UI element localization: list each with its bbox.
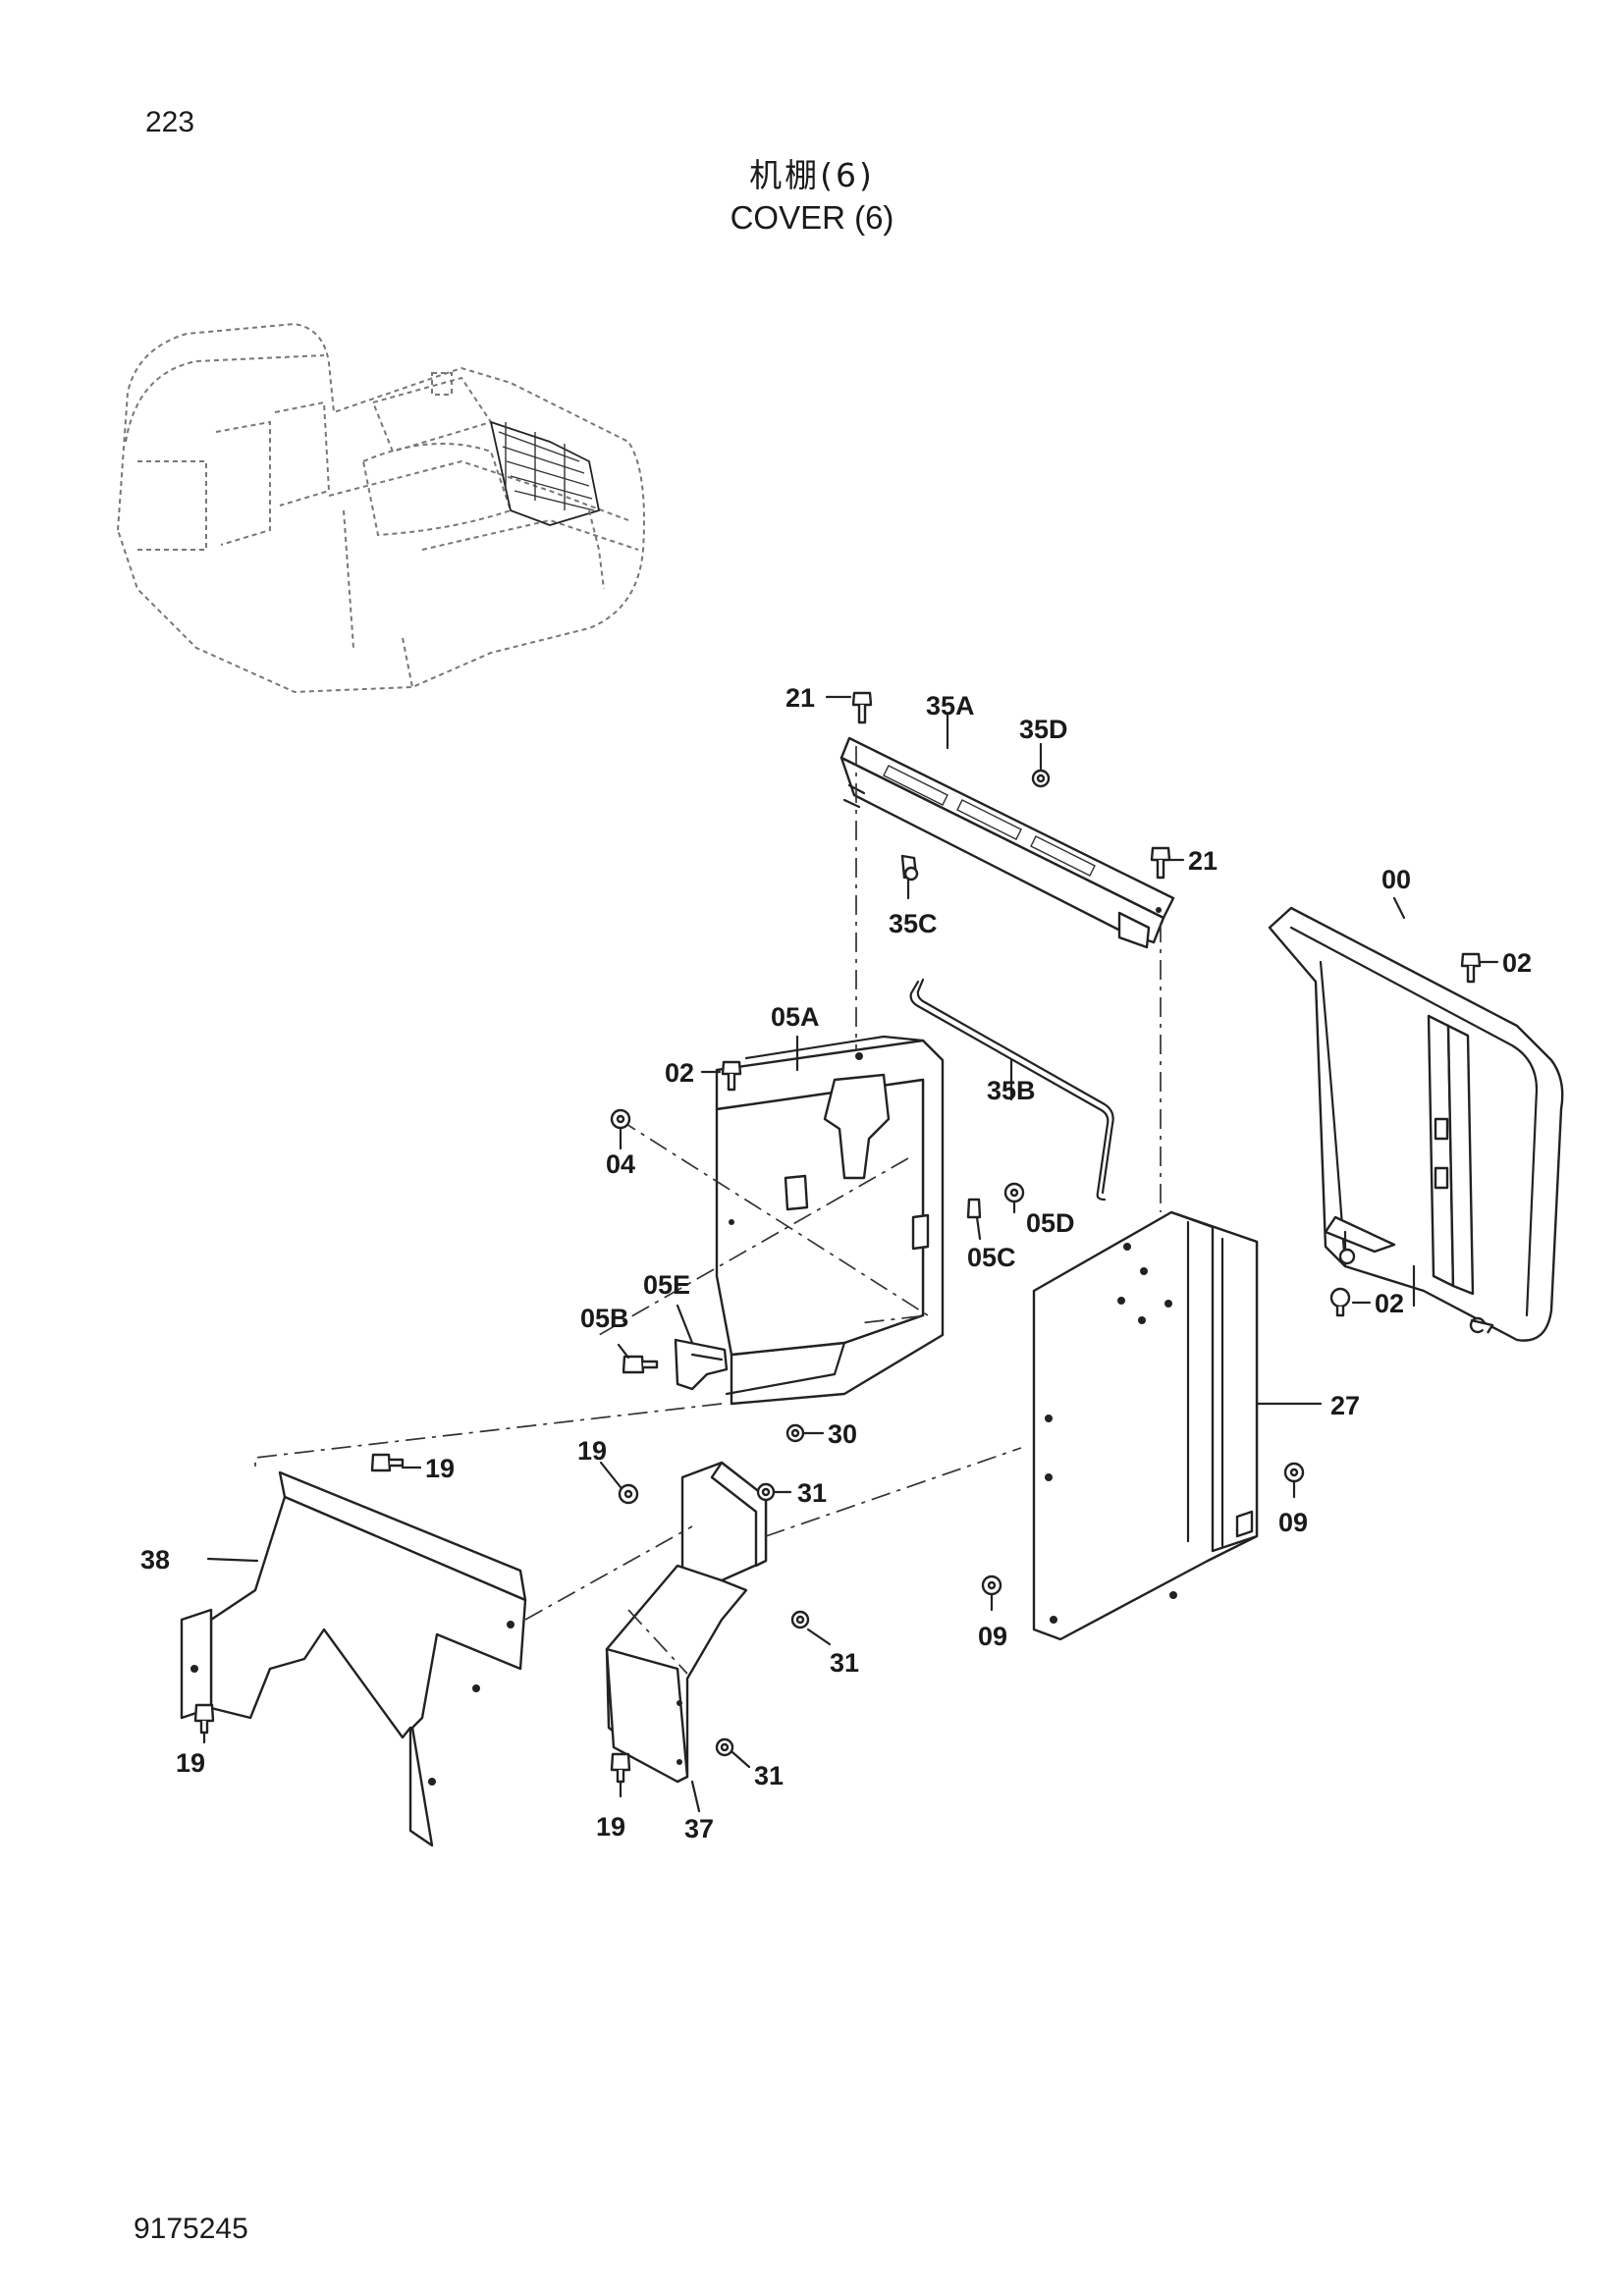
nut-09-left <box>981 1575 1002 1596</box>
callout-05C: 05C <box>967 1243 1016 1272</box>
callout-05E: 05E <box>643 1270 690 1300</box>
bolt-19-a <box>370 1453 405 1472</box>
bolt-02-bottom <box>1329 1287 1351 1317</box>
callout-37: 37 <box>684 1814 714 1843</box>
page-number: 223 <box>145 106 195 138</box>
callout-05B: 05B <box>580 1304 629 1333</box>
callout-38: 38 <box>140 1545 170 1575</box>
bolt-21-right <box>1150 846 1171 880</box>
fasteners <box>193 691 1482 1784</box>
leader-lines <box>202 695 1499 1813</box>
clip-35C <box>900 854 919 881</box>
part-27-side-panel <box>1032 1210 1259 1641</box>
bolt-19-d <box>610 1752 631 1784</box>
part-05E-clip <box>674 1338 729 1391</box>
nut-04 <box>610 1108 631 1130</box>
callout-04: 04 <box>606 1149 635 1179</box>
callout-21-top: 21 <box>785 683 815 713</box>
callout-19-b: 19 <box>577 1436 607 1466</box>
part-00-cover-door <box>1268 906 1564 1342</box>
nut-30 <box>785 1423 805 1443</box>
callout-21-right: 21 <box>1188 846 1218 876</box>
alignment-lines <box>254 746 1162 1621</box>
part-05A-panel-bracket <box>715 1035 945 1406</box>
nut-35D <box>1031 769 1051 788</box>
callout-02-bottom: 02 <box>1375 1289 1404 1318</box>
part-38-lower-bracket <box>180 1470 527 1847</box>
callout-31-c: 31 <box>754 1761 784 1790</box>
callout-09-right: 09 <box>1278 1508 1308 1537</box>
title-english: COVER (6) <box>730 199 894 236</box>
callout-05D: 05D <box>1026 1208 1075 1238</box>
callout-02-05A: 02 <box>665 1058 694 1088</box>
bolt-19-b <box>618 1483 639 1505</box>
document-number: 9175245 <box>134 2213 248 2245</box>
bolt-02-05A <box>721 1060 742 1092</box>
excavator-locator-sketch <box>116 322 645 694</box>
part-35B-rod <box>909 978 1114 1201</box>
callout-00: 00 <box>1381 865 1411 894</box>
callout-labels: 21 35A 35D 21 35C 00 02 05A 02 35B 04 05… <box>140 683 1532 1843</box>
nut-31-b <box>790 1610 810 1629</box>
callout-27: 27 <box>1330 1391 1360 1420</box>
callout-09-left: 09 <box>978 1622 1007 1651</box>
callout-35D: 35D <box>1019 715 1068 744</box>
clip-05C <box>966 1198 982 1219</box>
nut-31-c <box>715 1737 734 1757</box>
callout-19-a: 19 <box>425 1454 455 1483</box>
callout-30: 30 <box>828 1419 857 1449</box>
bolt-19-c <box>193 1703 215 1735</box>
bolt-02-cover <box>1460 952 1482 984</box>
callout-19-c: 19 <box>176 1748 205 1778</box>
bolt-21-top <box>851 691 873 724</box>
callout-05A: 05A <box>771 1002 820 1032</box>
title-chinese: 机棚(6) <box>749 156 875 194</box>
callout-31-a: 31 <box>797 1478 827 1508</box>
nut-09-right <box>1283 1462 1305 1483</box>
callout-19-d: 19 <box>596 1812 625 1842</box>
callout-31-b: 31 <box>830 1648 859 1678</box>
bolt-05B <box>622 1355 659 1374</box>
part-37-small-bracket <box>605 1461 768 1784</box>
nut-05D <box>1003 1182 1025 1203</box>
callout-35C: 35C <box>889 909 938 938</box>
callout-35A: 35A <box>926 691 975 721</box>
callout-02-cover: 02 <box>1502 948 1532 978</box>
callout-35B: 35B <box>987 1076 1036 1105</box>
nut-31-a <box>756 1482 776 1502</box>
